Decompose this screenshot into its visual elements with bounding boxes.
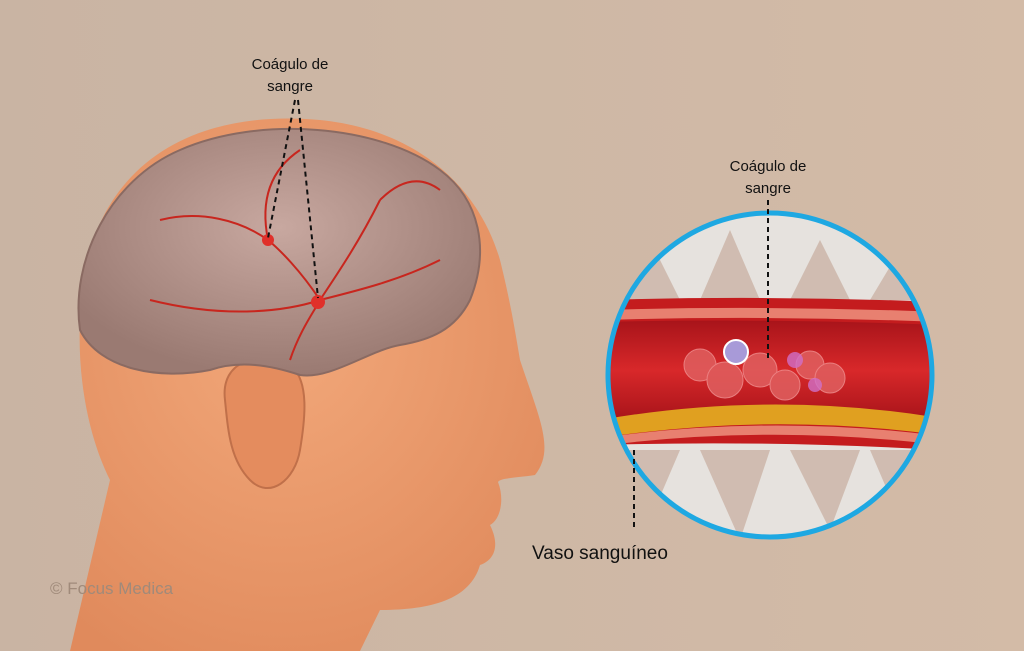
lens-border [605, 210, 935, 540]
watermark: © Focus Medica [50, 579, 174, 598]
brain-clot-pointer [297, 99, 319, 299]
magnified-vessel [608, 213, 932, 537]
brain-clot-label-line: Coágulo de [251, 56, 329, 73]
brain-clot-marker [262, 234, 274, 246]
brain-clot-pointer [267, 99, 296, 239]
brain-clot-label: Coágulo de sangre [220, 54, 360, 98]
vessel-clot-label-line: Coágulo de [729, 158, 807, 175]
brain-clot-label-line: sangre [267, 78, 313, 95]
brain [77, 127, 481, 377]
vessel-clot-label: Coágulo de sangre [698, 156, 838, 200]
vessel-clot-label-line: sangre [745, 180, 791, 197]
brain-clot-marker [311, 295, 325, 309]
vessel-label: Vaso sanguíneo [532, 543, 668, 564]
brain-arteries [149, 149, 441, 361]
